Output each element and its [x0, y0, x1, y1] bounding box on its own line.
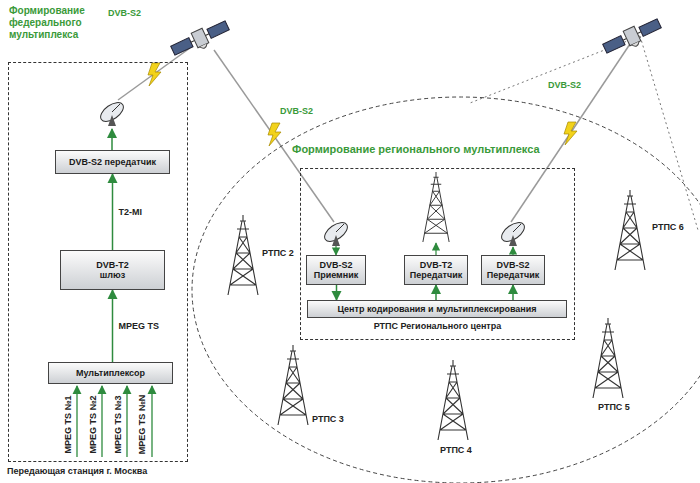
tower-symbol: [593, 318, 623, 398]
signal-arrow: [435, 285, 437, 300]
stream-label: MPEG TS №3: [113, 395, 124, 453]
edge-label: MPEG TS: [117, 321, 162, 332]
station-label: РТПС 5: [598, 402, 630, 413]
box-label: DVB-S2 передатчик: [69, 157, 156, 167]
process-box: DVB-T2 Передатчик: [404, 255, 468, 285]
caption-text: Передающая станция г. Москва: [7, 466, 147, 476]
stream-label: MPEG TS №N: [138, 394, 149, 454]
signal-arrow: [111, 129, 113, 150]
signal-label: DVB-S2: [280, 106, 313, 117]
signal-arrow: [336, 285, 338, 300]
box-label: DVB-S2 Передатчик: [485, 260, 541, 281]
box-label: DVB-S2 Приемник: [310, 260, 362, 281]
station-region: Формирование федерального мультиплексаПе…: [8, 62, 188, 462]
station-label: РТПС 4: [440, 445, 472, 456]
coverage-line: [640, 36, 698, 230]
ellipse-outline: [192, 97, 700, 483]
tower-symbol: [423, 172, 449, 242]
satellite-dish: [97, 99, 126, 126]
signal-arrow: [335, 246, 336, 255]
signal-arrow: [435, 243, 436, 255]
box-label: DVB-T2 шлюз: [88, 260, 138, 281]
tower-symbol: [438, 360, 468, 440]
process-box: DVB-S2 Передатчик: [481, 255, 545, 285]
input-arrow: [76, 386, 77, 457]
signal-arrow: [512, 285, 514, 300]
signal-bolt: [148, 63, 161, 86]
station-label: РТПС 2: [262, 248, 294, 259]
stream-label: MPEG TS №2: [88, 395, 99, 453]
downlink-line: [214, 50, 334, 222]
box-label: Мультиплексор: [76, 368, 145, 378]
edge-label: T2-MI: [117, 207, 145, 218]
input-arrow: [126, 386, 127, 457]
signal-label: DVB-S2: [548, 80, 581, 91]
signal-arrow: [112, 290, 114, 362]
satellite-dish: [498, 219, 527, 246]
caption-text: РТПС Регионального центра: [301, 321, 574, 331]
process-box: DVB-T2 шлюз: [60, 250, 165, 290]
uplink-line: [511, 44, 630, 222]
process-box: DVB-S2 передатчик: [55, 150, 170, 174]
station-region: РТПС Регионального центра DVB-S2 Приемник…: [300, 168, 575, 340]
satellite: [169, 18, 231, 61]
input-arrow: [101, 386, 102, 457]
satellite: [601, 16, 663, 59]
process-box: DVB-S2 Приемник: [306, 255, 366, 285]
tower-symbol: [615, 190, 645, 270]
box-label: DVB-T2 Передатчик: [408, 260, 464, 281]
coverage-ellipse: Формирование регионального мультиплексаР…: [190, 95, 700, 483]
tower-symbol: [278, 345, 308, 425]
stream-label: MPEG TS №1: [63, 395, 74, 453]
station-label: РТПС 6: [652, 222, 684, 233]
input-arrow: [151, 386, 152, 457]
heading-text: Формирование регионального мультиплекса: [292, 143, 540, 156]
signal-bolt: [564, 122, 577, 145]
satellite-dish: [321, 219, 350, 246]
process-box: Центр кодирования и мультиплексирования: [307, 300, 567, 318]
signal-bolt: [268, 123, 281, 146]
signal-arrow: [112, 174, 114, 250]
tower-symbol: [228, 215, 258, 295]
uplink-line: [118, 48, 190, 100]
signal-arrow: [512, 247, 513, 255]
signal-label: DVB-S2: [108, 8, 141, 19]
box-label: Центр кодирования и мультиплексирования: [337, 304, 536, 314]
heading-text: Формирование федерального мультиплекса: [9, 5, 99, 41]
station-label: РТПС 3: [312, 414, 344, 425]
process-box: Мультиплексор: [48, 362, 173, 384]
